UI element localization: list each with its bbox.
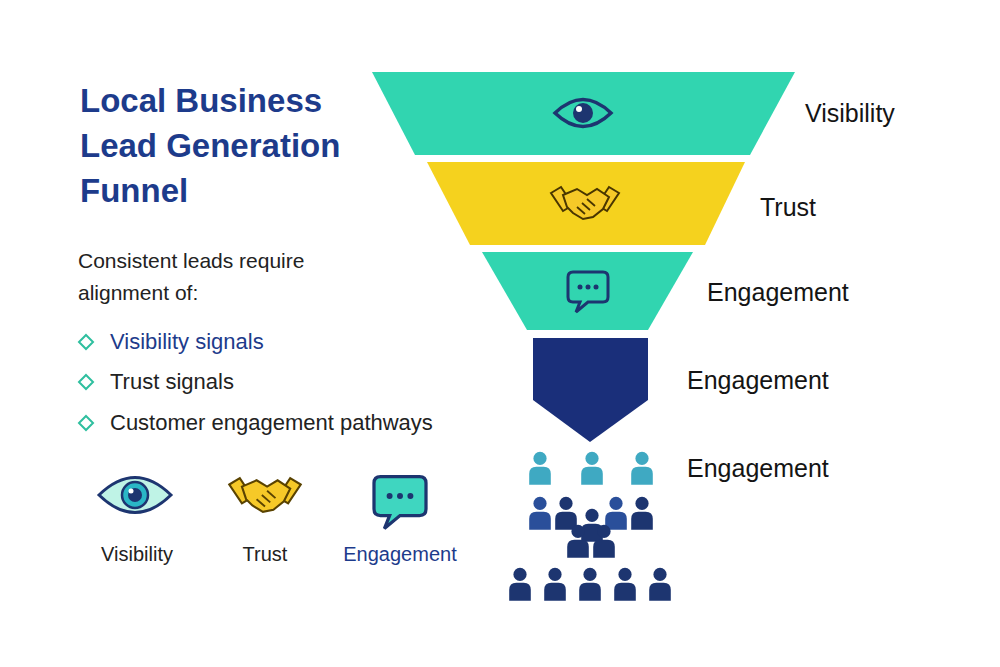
chat-dot [397,493,403,499]
bullet-text: Customer engagement pathways [110,409,433,437]
handshake-fingers [257,491,276,507]
person-icon [631,497,653,530]
band-shape [372,72,795,155]
eye-outline [99,478,171,513]
person-icon [579,568,601,601]
band-shape [482,252,693,330]
chat-bubble [374,477,426,529]
legend-chat-icon [374,477,426,529]
legend-text: Visibility [101,543,173,565]
person-icon [529,452,551,485]
legend-handshake-icon [229,478,300,512]
funnel-band: Visibility [372,72,795,155]
legend-text: Trust [243,543,288,565]
band-shape [533,338,648,442]
funnel-band: Engagement [482,252,693,330]
person-icon [631,452,653,485]
handshake-hands [242,480,290,512]
band-label: Engagement [707,278,849,307]
band-fill [427,162,745,245]
legend-item: Visibility [57,543,217,566]
bullet-diamond [79,335,93,349]
legend-item: Engagement [320,543,480,566]
person-icon [649,568,671,601]
intro-note: Consistent leads require alignment of: [78,245,378,309]
band-fill [482,252,693,330]
person-icon [614,568,636,601]
person-icon [605,497,627,530]
bullet-diamond [79,416,93,430]
eye-iris [122,482,148,508]
people-group [509,452,671,601]
bullet-diamond [79,375,93,389]
person-icon [555,497,577,530]
person-icon [581,509,603,542]
legend-item: Trust [185,543,345,566]
legend-text: Engagement [343,543,456,565]
person-icon [544,568,566,601]
eye-highlight [129,489,134,494]
person-icon [567,525,589,558]
band-label: Engagement [687,366,829,395]
bullet-text: Trust signals [110,368,234,396]
band-shape [427,162,745,245]
person-icon [509,568,531,601]
chat-dot [407,493,413,499]
legend-eye-icon [99,478,171,513]
funnel-band: Engagement [533,338,648,442]
title: Local Business Lead Generation Funnel [80,78,380,213]
stage-label: Engagement [687,453,829,483]
bullet-text: Visibility signals [110,328,264,356]
person-icon [581,452,603,485]
chat-dot [387,493,393,499]
funnel-band: Trust [427,162,745,245]
eye-pupil [128,488,142,502]
band-fill [372,72,795,155]
band-fill [533,338,648,442]
person-icon [529,497,551,530]
band-label: Visibility [805,99,895,128]
band-label: Trust [760,193,816,222]
person-icon [593,525,615,558]
